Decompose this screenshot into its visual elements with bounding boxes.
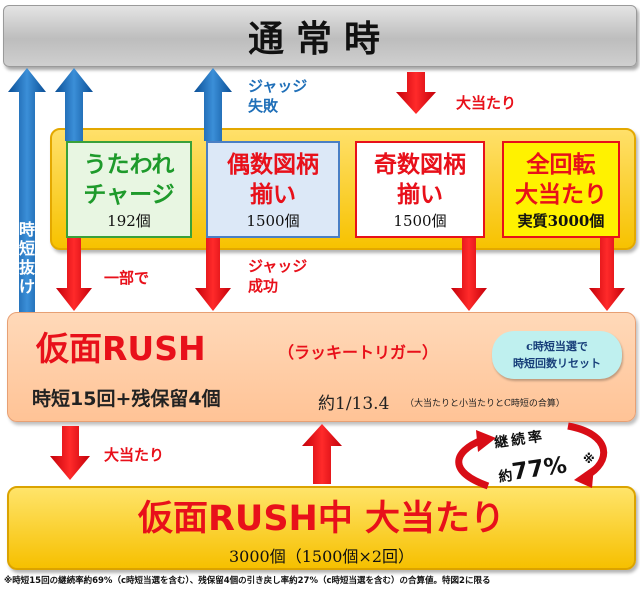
rush-subtitle: （ラッキートリガー） bbox=[278, 343, 439, 362]
box-title-line: 奇数図柄 bbox=[374, 152, 466, 178]
reset-note-line: c時短当選で bbox=[526, 340, 588, 353]
big-hit-label-top: 大当たり bbox=[456, 94, 517, 112]
odd-symbol-box: 奇数図柄 揃い 1500個 bbox=[355, 141, 485, 238]
rush-big-hit-box bbox=[7, 486, 636, 570]
up-arrow-judge-fail bbox=[194, 68, 232, 141]
up-arrow-rush-return bbox=[302, 424, 342, 484]
box-value: 1500個 bbox=[393, 212, 447, 230]
timeout-exit-char: け bbox=[18, 277, 35, 296]
timeout-exit-char: 抜 bbox=[18, 258, 35, 277]
down-arrow-even-rush bbox=[195, 238, 231, 311]
continuation-arrow-left-head bbox=[476, 430, 496, 452]
footnote: ※時短15回の継続率約69%（c時短当選を含む）、残保留4個の引き戻し率約27%… bbox=[4, 576, 491, 586]
rush-probability: 約1/13.4 bbox=[318, 394, 390, 414]
rush-big-hit-title: 仮面RUSH中 大当たり bbox=[137, 499, 506, 539]
big-hit-label-bottom: 大当たり bbox=[104, 446, 165, 464]
judge-success-label: ジャッジ 成功 bbox=[248, 256, 307, 296]
utaware-charge-box: うたわれ チャージ 192個 bbox=[66, 141, 192, 238]
box-value: 1500個 bbox=[246, 212, 300, 230]
box-title-line: 揃い bbox=[250, 182, 296, 208]
box-title-line: チャージ bbox=[83, 182, 175, 208]
rush-title: 仮面RUSH bbox=[36, 329, 206, 368]
full-rotation-box: 全回転 大当たり 実質3000個 bbox=[502, 141, 620, 238]
rush-big-hit-value: 3000個（1500個×2回） bbox=[228, 547, 415, 566]
timeout-exit-text: 時短抜け bbox=[16, 220, 38, 296]
up-arrow-utaware bbox=[55, 68, 93, 141]
timeout-exit-label: 時短抜け bbox=[16, 220, 38, 296]
box-value: 192個 bbox=[107, 212, 151, 230]
down-arrow-utaware-rush bbox=[56, 238, 92, 311]
partial-label: 一部で bbox=[104, 269, 150, 287]
box-title-line: 大当たり bbox=[515, 182, 607, 208]
box-title-line: 全回転 bbox=[526, 152, 596, 178]
judge-fail-label: ジャッジ 失敗 bbox=[248, 76, 307, 116]
timeout-exit-char: 時 bbox=[18, 220, 35, 239]
down-arrow-full-rush bbox=[589, 238, 625, 311]
continuation-note-mark: ※ bbox=[583, 452, 595, 466]
continuation-arrow-right bbox=[567, 422, 608, 480]
rush-probability-note: （大当たりと小当たりとC時短の合算） bbox=[405, 399, 565, 409]
even-symbol-box: 偶数図柄 揃い 1500個 bbox=[206, 141, 340, 238]
box-title-line: 偶数図柄 bbox=[227, 152, 319, 178]
reset-note-bubble: c時短当選で 時短回数リセット bbox=[492, 331, 622, 379]
normal-state-bar: 通常時 bbox=[3, 5, 637, 67]
box-title-line: 揃い bbox=[397, 182, 443, 208]
normal-state-label: 通常時 bbox=[247, 19, 392, 60]
judge-fail-line: ジャッジ bbox=[248, 77, 308, 95]
judge-success-line: ジャッジ bbox=[248, 257, 308, 275]
continuation-arrow-left bbox=[455, 436, 490, 490]
judge-success-line: 成功 bbox=[248, 277, 279, 295]
down-arrow-big-hit bbox=[396, 72, 436, 114]
down-arrow-odd-rush bbox=[451, 238, 487, 311]
up-arrow-timeout bbox=[8, 68, 46, 312]
continuation-arrow-right-head bbox=[574, 466, 594, 488]
down-arrow-rush-hit bbox=[50, 426, 90, 480]
reset-note-line: 時短回数リセット bbox=[513, 357, 601, 370]
judge-fail-line: 失敗 bbox=[248, 97, 279, 115]
box-value: 実質3000個 bbox=[517, 212, 605, 230]
box-title-line: うたわれ bbox=[83, 152, 175, 178]
rush-detail: 時短15回+残保留4個 bbox=[32, 388, 221, 410]
timeout-exit-char: 短 bbox=[18, 239, 35, 258]
